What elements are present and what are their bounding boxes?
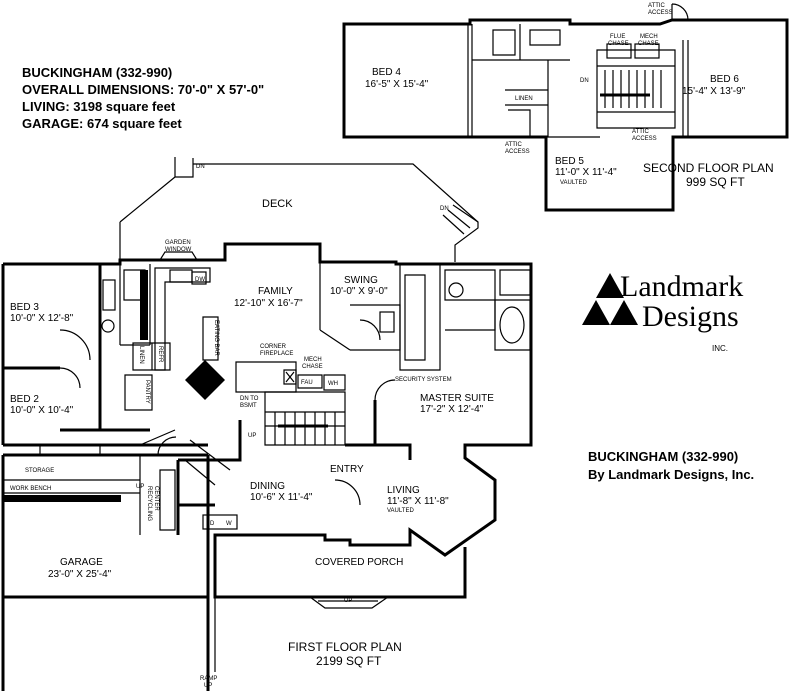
security-system-label: SECURITY SYSTEM	[395, 377, 452, 383]
second-floor-stair-dn-label: DN	[580, 78, 589, 84]
attic-access-top-label-2: ACCESS	[648, 10, 673, 16]
credit-designer: By Landmark Designs, Inc.	[588, 467, 755, 482]
bed6-label: BED 6	[710, 74, 739, 85]
credit-plan-name: BUCKINGHAM (332-990)	[588, 449, 739, 464]
bed6-dimensions: 15'-4" X 13'-9"	[682, 86, 746, 97]
wh-label: WH	[328, 381, 338, 387]
logo-line-2: Designs	[642, 300, 739, 333]
attic-access-left-label: ATTIC	[505, 142, 523, 148]
corner-fireplace-label: CORNER	[260, 344, 287, 350]
bed3-label: BED 3	[10, 302, 39, 313]
master-suite-dimensions: 17'-2" X 12'-4"	[420, 404, 484, 415]
first-floor-outer-wall	[1, 242, 533, 691]
pantry-label: PANTRY	[144, 380, 150, 404]
entry-label: ENTRY	[330, 464, 364, 475]
bed4-label: BED 4	[372, 67, 401, 78]
ramp-up-label: RAMP	[200, 676, 217, 682]
recycling-center-label-2: CENTER	[153, 486, 159, 511]
first-floor-title: FIRST FLOOR PLAN	[288, 640, 402, 654]
mech-chase-label: MECH	[640, 34, 658, 40]
second-floor-area: 999 SQ FT	[686, 175, 745, 189]
flue-chase-label-2: CHASE	[608, 41, 629, 47]
bed5-label: BED 5	[555, 156, 584, 167]
landmark-logo-mark	[582, 273, 638, 325]
flue-chase-label: FLUE	[610, 34, 625, 40]
first-floor-mech-chase-label-2: CHASE	[302, 364, 323, 370]
deck-outline	[119, 157, 479, 262]
recycling-center-label: RECYCLING	[146, 486, 152, 521]
dn-to-bsmt-label-2: BSMT	[240, 403, 257, 409]
garage-up-label: UP	[136, 484, 144, 490]
eating-bar-label: EATING BAR	[213, 320, 219, 357]
garage-label: GARAGE	[60, 557, 103, 568]
overall-dimensions: OVERALL DIMENSIONS: 70'-0" X 57'-0"	[22, 82, 265, 97]
second-floor-plan: BED 4 16'-5" X 15'-4" BED 6 15'-4" X 13'…	[342, 3, 789, 212]
attic-access-top-label: ATTIC	[648, 3, 666, 9]
dining-label: DINING	[250, 481, 285, 492]
living-label: LIVING	[387, 485, 420, 496]
bed4-dimensions: 16'-5" X 15'-4"	[365, 79, 429, 90]
garden-window-label: GARDEN	[165, 240, 191, 246]
work-bench-label: WORK BENCH	[10, 486, 51, 492]
garage-area: GARAGE: 674 square feet	[22, 116, 182, 131]
washer-dryer-w-label: W	[226, 521, 232, 527]
second-floor-title: SECOND FLOOR PLAN	[643, 161, 774, 175]
dining-dimensions: 10'-6" X 11'-4"	[250, 492, 313, 503]
living-vaulted-note: VAULTED	[387, 508, 414, 514]
mech-chase-label-2: CHASE	[638, 41, 659, 47]
deck-dn-right-label: DN	[440, 206, 449, 212]
first-floor-mech-chase-label: MECH	[304, 357, 322, 363]
bed2-dimensions: 10'-0" X 10'-4"	[10, 405, 74, 416]
corner-fireplace	[185, 360, 225, 400]
first-floor-linen-label: LINEN	[138, 346, 144, 364]
bed2-label: BED 2	[10, 394, 39, 405]
ramp-up-label-2: UP	[204, 683, 212, 689]
deck-label: DECK	[262, 198, 293, 210]
corner-fireplace-label-2: FIREPLACE	[260, 351, 293, 357]
family-label: FAMILY	[258, 286, 293, 297]
kitchen-dw-label: DW	[195, 277, 205, 283]
plan-credit: BUCKINGHAM (332-990) By Landmark Designs…	[588, 448, 754, 484]
storage-label: STORAGE	[25, 468, 54, 474]
attic-access-right-label-2: ACCESS	[632, 136, 657, 142]
stair-up-label: UP	[248, 433, 256, 439]
deck-dn-left-label: DN	[196, 164, 205, 170]
dn-to-bsmt-label: DN TO	[240, 396, 259, 402]
living-area: LIVING: 3198 square feet	[22, 99, 176, 114]
landmark-logo-wordmark: Landmark Designs INC.	[620, 272, 743, 364]
plan-summary: BUCKINGHAM (332-990) OVERALL DIMENSIONS:…	[22, 64, 264, 132]
logo-line-1: Landmark	[620, 270, 744, 303]
refr-label: REFR	[157, 346, 163, 363]
plan-name: BUCKINGHAM (332-990)	[22, 65, 173, 80]
bed5-vaulted-note: VAULTED	[560, 180, 587, 186]
logo-inc: INC.	[712, 344, 728, 353]
washer-dryer-d-label: D	[210, 521, 215, 527]
bed5-dimensions: 11'-0" X 11'-4"	[555, 167, 617, 178]
garage-dimensions: 23'-0" X 25'-4"	[48, 569, 112, 580]
swing-label: SWING	[344, 275, 378, 286]
bed3-dimensions: 10'-0" X 12'-8"	[10, 313, 74, 324]
first-floor-area: 2199 SQ FT	[316, 654, 382, 668]
porch-up-label: UP	[344, 598, 352, 604]
second-floor-outer-wall	[342, 18, 789, 212]
second-floor-linen-label: LINEN	[515, 96, 533, 102]
living-dimensions: 11'-8" X 11'-8"	[387, 496, 449, 507]
first-floor-plan: DECK FAMILY 12'-10" X 16'-7" SWING 10'-0…	[1, 157, 533, 691]
work-bench	[3, 495, 121, 502]
garden-window-label-2: WINDOW	[165, 247, 192, 253]
fau-label: FAU	[301, 380, 313, 386]
attic-access-left-label-2: ACCESS	[505, 149, 530, 155]
swing-dimensions: 10'-0" X 9'-0"	[330, 286, 388, 297]
covered-porch-label: COVERED PORCH	[315, 557, 403, 568]
family-dimensions: 12'-10" X 16'-7"	[234, 298, 303, 309]
master-suite-label: MASTER SUITE	[420, 393, 494, 404]
attic-access-right-label: ATTIC	[632, 129, 650, 135]
